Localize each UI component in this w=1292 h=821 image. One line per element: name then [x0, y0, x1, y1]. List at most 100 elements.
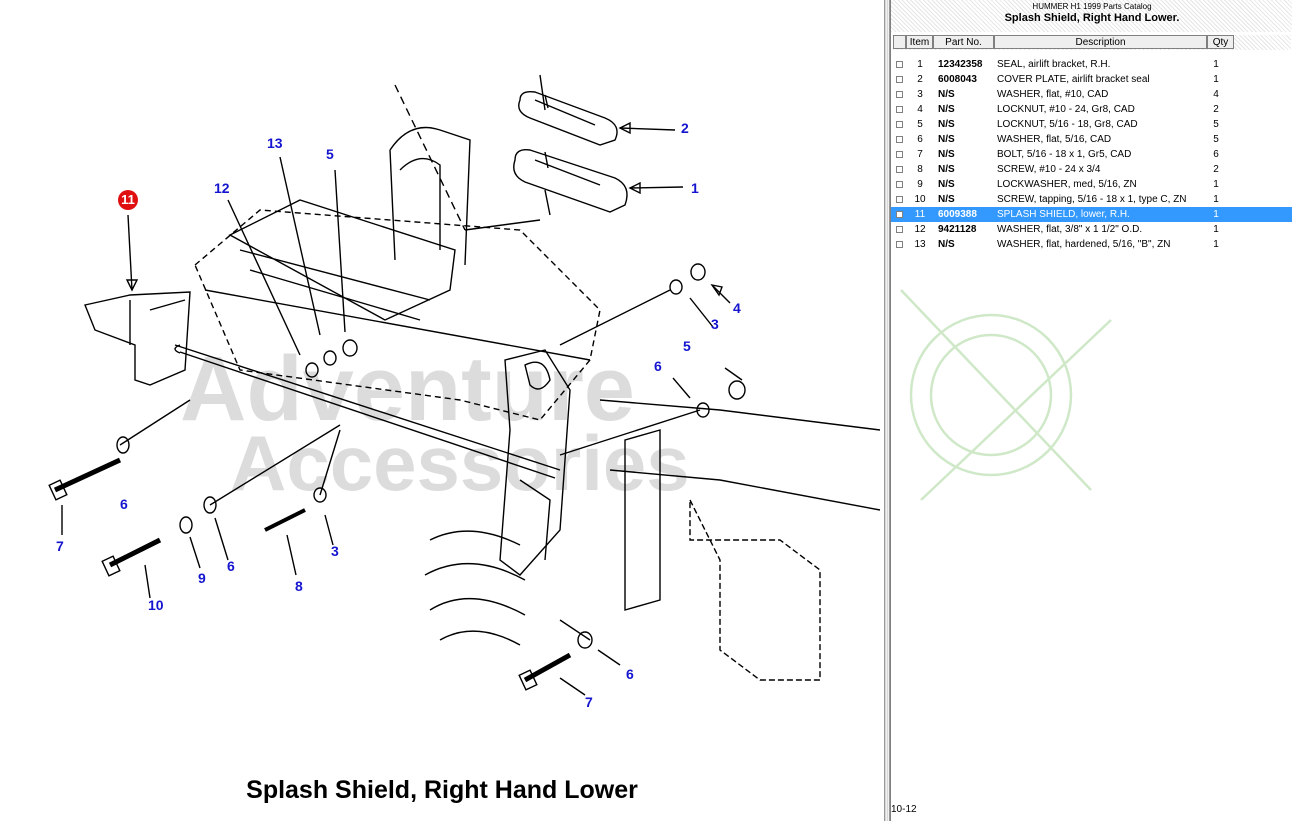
- callout-5[interactable]: 5: [683, 338, 691, 354]
- part-number: N/S: [938, 179, 955, 190]
- callout-3[interactable]: 3: [711, 316, 719, 332]
- part-qty: 1: [1213, 179, 1219, 190]
- part-qty: 1: [1213, 224, 1219, 235]
- part-number: N/S: [938, 239, 955, 250]
- table-row[interactable]: 5 N/S LOCKNUT, 5/16 - 18, Gr8, CAD 5: [891, 117, 1292, 132]
- row-checkbox[interactable]: [896, 196, 903, 203]
- callout-12[interactable]: 12: [214, 180, 230, 196]
- table-row[interactable]: 3 N/S WASHER, flat, #10, CAD 4: [891, 87, 1292, 102]
- callout-6[interactable]: 6: [654, 358, 662, 374]
- row-checkbox[interactable]: [896, 226, 903, 233]
- callout-9[interactable]: 9: [198, 570, 206, 586]
- callout-5[interactable]: 5: [326, 146, 334, 162]
- part-qty: 5: [1213, 134, 1219, 145]
- callout-2[interactable]: 2: [681, 120, 689, 136]
- table-row[interactable]: 4 N/S LOCKNUT, #10 - 24, Gr8, CAD 2: [891, 102, 1292, 117]
- item-number: 8: [917, 164, 923, 175]
- table-row[interactable]: 2 6008043 COVER PLATE, airlift bracket s…: [891, 72, 1292, 87]
- part-qty: 5: [1213, 119, 1219, 130]
- callout-3[interactable]: 3: [331, 543, 339, 559]
- table-row[interactable]: 9 N/S LOCKWASHER, med, 5/16, ZN 1: [891, 177, 1292, 192]
- callout-4[interactable]: 4: [733, 300, 741, 316]
- part-description: LOCKWASHER, med, 5/16, ZN: [997, 179, 1137, 190]
- row-checkbox[interactable]: [896, 211, 903, 218]
- header-checkbox-column: [893, 35, 906, 49]
- part-number: 12342358: [938, 59, 983, 70]
- row-checkbox[interactable]: [896, 166, 903, 173]
- row-checkbox[interactable]: [896, 91, 903, 98]
- part-description: COVER PLATE, airlift bracket seal: [997, 74, 1150, 85]
- part-number: N/S: [938, 164, 955, 175]
- table-row[interactable]: 6 N/S WASHER, flat, 5/16, CAD 5: [891, 132, 1292, 147]
- item-number: 10: [914, 194, 926, 205]
- callout-8[interactable]: 8: [295, 578, 303, 594]
- row-checkbox[interactable]: [896, 76, 903, 83]
- watermark-line2: Accessories: [230, 419, 690, 507]
- callout-7[interactable]: 7: [585, 694, 593, 710]
- pane-splitter[interactable]: [884, 0, 890, 821]
- table-row[interactable]: 10 N/S SCREW, tapping, 5/16 - 18 x 1, ty…: [891, 192, 1292, 207]
- part-qty: 2: [1213, 164, 1219, 175]
- row-checkbox[interactable]: [896, 121, 903, 128]
- part-number: N/S: [938, 89, 955, 100]
- callout-11[interactable]: 11: [118, 190, 138, 210]
- part-description: WASHER, flat, 3/8" x 1 1/2" O.D.: [997, 224, 1143, 235]
- part-number: N/S: [938, 134, 955, 145]
- part-qty: 1: [1213, 59, 1219, 70]
- item-number: 1: [917, 59, 923, 70]
- callout-10[interactable]: 10: [148, 597, 164, 613]
- part-description: WASHER, flat, #10, CAD: [997, 89, 1109, 100]
- part-qty: 1: [1213, 74, 1219, 85]
- item-number: 7: [917, 149, 923, 160]
- parts-pane: HUMMER H1 1999 Parts Catalog Splash Shie…: [890, 0, 1292, 821]
- item-number: 5: [917, 119, 923, 130]
- column-header-item[interactable]: Item: [906, 35, 933, 49]
- part-qty: 2: [1213, 104, 1219, 115]
- row-checkbox[interactable]: [896, 181, 903, 188]
- row-checkbox[interactable]: [896, 136, 903, 143]
- table-row[interactable]: 1 12342358 SEAL, airlift bracket, R.H. 1: [891, 57, 1292, 72]
- item-number: 6: [917, 134, 923, 145]
- part-qty: 1: [1213, 209, 1219, 220]
- exploded-diagram: Adventure Accessories: [48, 74, 881, 696]
- part-description: SCREW, tapping, 5/16 - 18 x 1, type C, Z…: [997, 194, 1187, 205]
- item-number: 12: [914, 224, 926, 235]
- column-header-description[interactable]: Description: [994, 35, 1207, 49]
- part-description: SCREW, #10 - 24 x 3/4: [997, 164, 1101, 175]
- parts-table: 1 12342358 SEAL, airlift bracket, R.H. 1…: [891, 57, 1292, 252]
- callout-6[interactable]: 6: [227, 558, 235, 574]
- part-description: WASHER, flat, hardened, 5/16, "B", ZN: [997, 239, 1171, 250]
- row-checkbox[interactable]: [896, 61, 903, 68]
- callout-13[interactable]: 13: [267, 135, 283, 151]
- part-number: 6009388: [938, 209, 977, 220]
- item-number: 3: [917, 89, 923, 100]
- part-description: SPLASH SHIELD, lower, R.H.: [997, 209, 1130, 220]
- row-checkbox[interactable]: [896, 106, 903, 113]
- table-row[interactable]: 7 N/S BOLT, 5/16 - 18 x 1, Gr5, CAD 6: [891, 147, 1292, 162]
- part-number: N/S: [938, 119, 955, 130]
- part-number: 6008043: [938, 74, 977, 85]
- table-header: Item Part No. Description Qty: [893, 35, 1291, 50]
- part-description: LOCKNUT, #10 - 24, Gr8, CAD: [997, 104, 1135, 115]
- row-checkbox[interactable]: [896, 151, 903, 158]
- column-header-qty[interactable]: Qty: [1207, 35, 1234, 49]
- item-number: 9: [917, 179, 923, 190]
- column-header-part-no[interactable]: Part No.: [933, 35, 994, 49]
- callout-6[interactable]: 6: [120, 496, 128, 512]
- part-description: BOLT, 5/16 - 18 x 1, Gr5, CAD: [997, 149, 1132, 160]
- part-number: N/S: [938, 149, 955, 160]
- table-row[interactable]: 13 N/S WASHER, flat, hardened, 5/16, "B"…: [891, 237, 1292, 252]
- item-number: 13: [914, 239, 926, 250]
- callout-1[interactable]: 1: [691, 180, 699, 196]
- row-checkbox[interactable]: [896, 241, 903, 248]
- table-row-selected[interactable]: 11 6009388 SPLASH SHIELD, lower, R.H. 1: [891, 207, 1292, 222]
- diagram-pane: Adventure Accessories: [48, 74, 881, 804]
- table-row[interactable]: 8 N/S SCREW, #10 - 24 x 3/4 2: [891, 162, 1292, 177]
- callout-7[interactable]: 7: [56, 538, 64, 554]
- part-number: 9421128: [938, 224, 977, 235]
- part-number: N/S: [938, 104, 955, 115]
- callout-6[interactable]: 6: [626, 666, 634, 682]
- parts-header: HUMMER H1 1999 Parts Catalog Splash Shie…: [891, 0, 1292, 32]
- part-qty: 4: [1213, 89, 1219, 100]
- table-row[interactable]: 12 9421128 WASHER, flat, 3/8" x 1 1/2" O…: [891, 222, 1292, 237]
